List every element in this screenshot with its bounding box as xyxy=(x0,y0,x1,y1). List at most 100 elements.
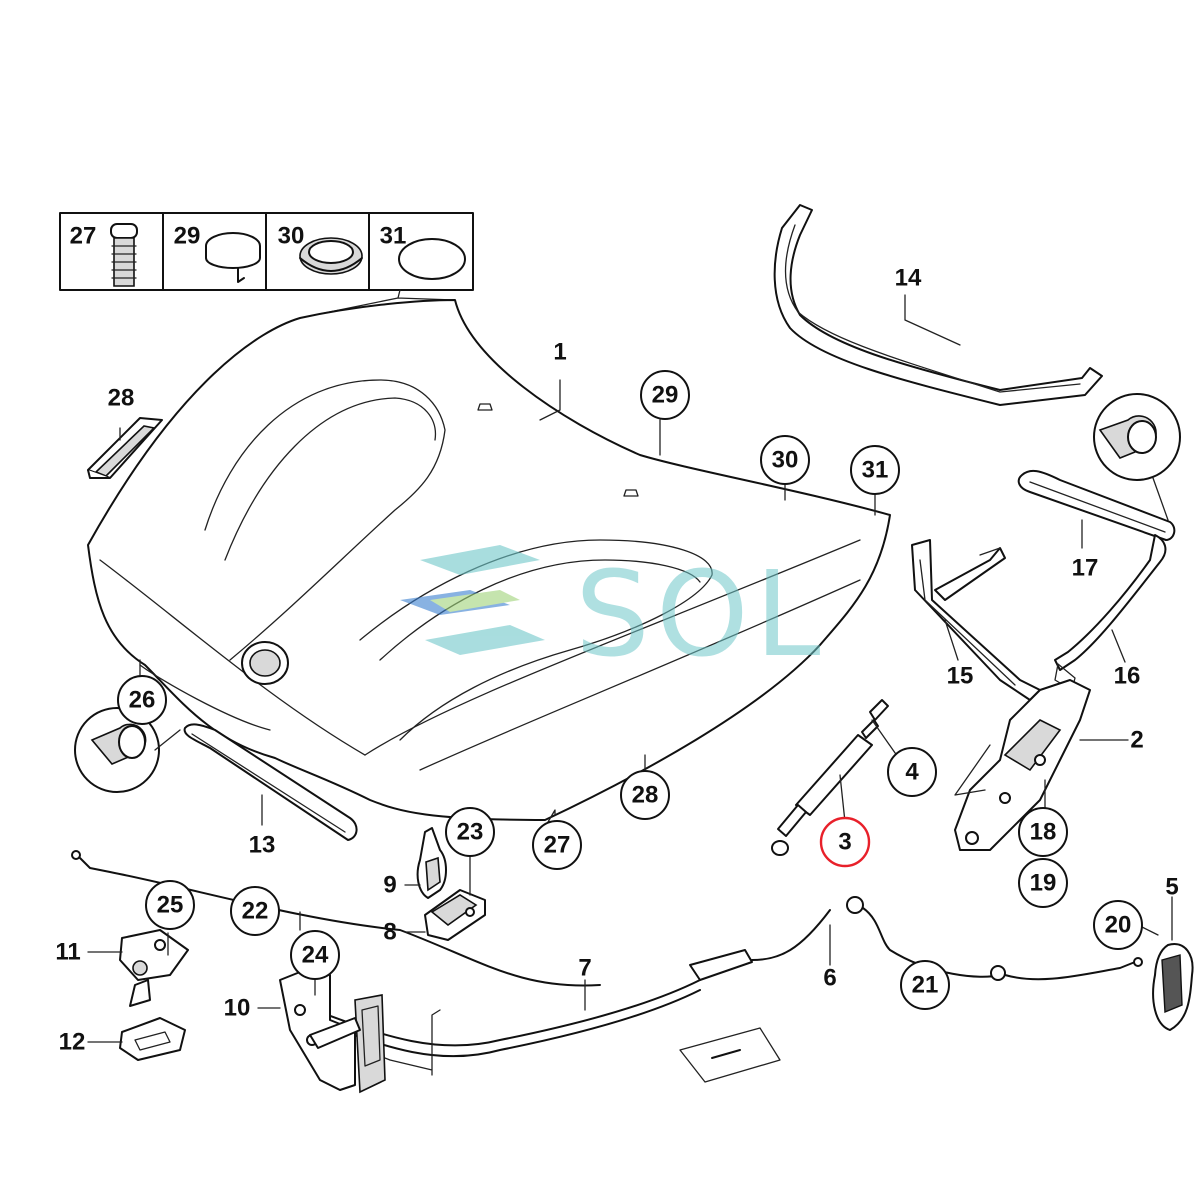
leader-27 xyxy=(547,809,556,823)
inset-label-27: 27 xyxy=(70,223,97,250)
inset-label-29: 29 xyxy=(174,223,201,250)
callout-circle-c28b xyxy=(620,770,670,820)
callout-number-c23: 23 xyxy=(457,819,484,846)
callout-number-c29: 29 xyxy=(652,382,679,409)
callout-circle-c25 xyxy=(145,880,195,930)
lock-plate-part xyxy=(119,929,189,1007)
callout-number-c20: 20 xyxy=(1105,912,1132,939)
callout-c23: 23 xyxy=(445,807,495,857)
callout-number-c11: 11 xyxy=(55,939,80,966)
callout-number-c8: 8 xyxy=(383,919,396,946)
callout-number-c7: 7 xyxy=(578,955,591,982)
callout-c24: 24 xyxy=(290,930,340,980)
callout-number-c14: 14 xyxy=(895,265,922,292)
badge-emblem-icon xyxy=(241,641,289,685)
callout-circle-c23 xyxy=(445,807,495,857)
callout-number-c6: 6 xyxy=(823,965,836,992)
callout-circle-c24 xyxy=(290,930,340,980)
sealing-disc-icon xyxy=(398,238,466,280)
seal-tube-lower xyxy=(74,707,358,841)
callout-circle-c19 xyxy=(1018,858,1068,908)
callout-c21: 21 xyxy=(900,960,950,1010)
callout-number-c16: 16 xyxy=(1114,663,1141,690)
callout-number-c27: 27 xyxy=(544,832,571,859)
inset-parts-box: 27 29 30 31 xyxy=(59,212,474,291)
callout-c5: 5 xyxy=(1165,874,1178,901)
leader-16 xyxy=(1111,629,1126,663)
rubber-buffer-part xyxy=(87,417,163,479)
callout-number-c28b: 28 xyxy=(632,782,659,809)
callout-c3: 3 xyxy=(819,816,871,868)
callout-number-c24: 24 xyxy=(302,942,329,969)
callout-circle-c21 xyxy=(900,960,950,1010)
callout-number-c17: 17 xyxy=(1072,555,1099,582)
callout-c28b: 28 xyxy=(620,770,670,820)
sol-watermark: SOL xyxy=(400,545,821,683)
callout-number-c25: 25 xyxy=(157,892,184,919)
callout-c20: 20 xyxy=(1093,900,1143,950)
callout-circle-c30 xyxy=(760,435,810,485)
callout-c31: 31 xyxy=(850,445,900,495)
hinge-bracket-part xyxy=(911,539,1041,701)
callout-number-c5: 5 xyxy=(1165,874,1178,901)
bonnet-lock-part xyxy=(279,969,386,1094)
leader-3 xyxy=(839,774,846,823)
callout-c9: 9 xyxy=(383,872,396,899)
callout-number-c10: 10 xyxy=(224,995,251,1022)
inset-label-30: 30 xyxy=(278,223,305,250)
callout-number-c21: 21 xyxy=(912,972,939,999)
clip-round-icon xyxy=(205,232,261,283)
hood-hinge-part xyxy=(954,679,1091,851)
callout-c26: 26 xyxy=(117,675,167,725)
callout-c8: 8 xyxy=(383,919,396,946)
callout-c16: 16 xyxy=(1114,663,1141,690)
callout-number-c1: 1 xyxy=(553,339,566,366)
callout-number-c4: 4 xyxy=(905,759,919,786)
callout-number-c12: 12 xyxy=(59,1029,86,1056)
clip-holder-part xyxy=(424,889,486,941)
callout-number-c13: 13 xyxy=(249,832,276,859)
callout-c19: 19 xyxy=(1018,858,1068,908)
callout-circle-c29 xyxy=(640,370,690,420)
callout-c25: 25 xyxy=(145,880,195,930)
callout-c17: 17 xyxy=(1072,555,1099,582)
callout-c10: 10 xyxy=(224,995,251,1022)
push-clip-icon xyxy=(110,223,138,287)
callout-number-c22: 22 xyxy=(242,898,269,925)
callout-c28a: 28 xyxy=(108,385,135,412)
callout-c18: 18 xyxy=(1018,807,1068,857)
callout-c14: 14 xyxy=(895,265,922,292)
callout-c22: 22 xyxy=(230,886,280,936)
leader-14 xyxy=(904,294,961,346)
cable-guide-part xyxy=(416,827,447,899)
callout-number-c3: 3 xyxy=(838,829,851,856)
callout-circle-c3 xyxy=(819,816,871,868)
callout-c15: 15 xyxy=(947,663,974,690)
callout-number-c19: 19 xyxy=(1030,870,1057,897)
callout-number-c9: 9 xyxy=(383,872,396,899)
callout-c7: 7 xyxy=(578,955,591,982)
seal-tube-upper xyxy=(1017,393,1181,541)
release-cable-21 xyxy=(990,957,1143,981)
callout-c2: 2 xyxy=(1130,727,1143,754)
callout-number-c2: 2 xyxy=(1130,727,1143,754)
callout-number-c15: 15 xyxy=(947,663,974,690)
callout-c1: 1 xyxy=(553,339,566,366)
callout-number-c30: 30 xyxy=(772,447,799,474)
callout-circle-c18 xyxy=(1018,807,1068,857)
callout-c13: 13 xyxy=(249,832,276,859)
callout-c29: 29 xyxy=(640,370,690,420)
leader-15 xyxy=(944,619,959,661)
callout-c11: 11 xyxy=(55,939,80,966)
callout-circle-c20 xyxy=(1093,900,1143,950)
grommet-icon xyxy=(299,237,363,275)
callout-circle-c26 xyxy=(117,675,167,725)
gas-strut-part xyxy=(771,699,901,856)
callout-c27: 27 xyxy=(532,820,582,870)
bottom-plate-part xyxy=(119,1017,186,1061)
callout-c30: 30 xyxy=(760,435,810,485)
callout-number-c26: 26 xyxy=(129,687,156,714)
